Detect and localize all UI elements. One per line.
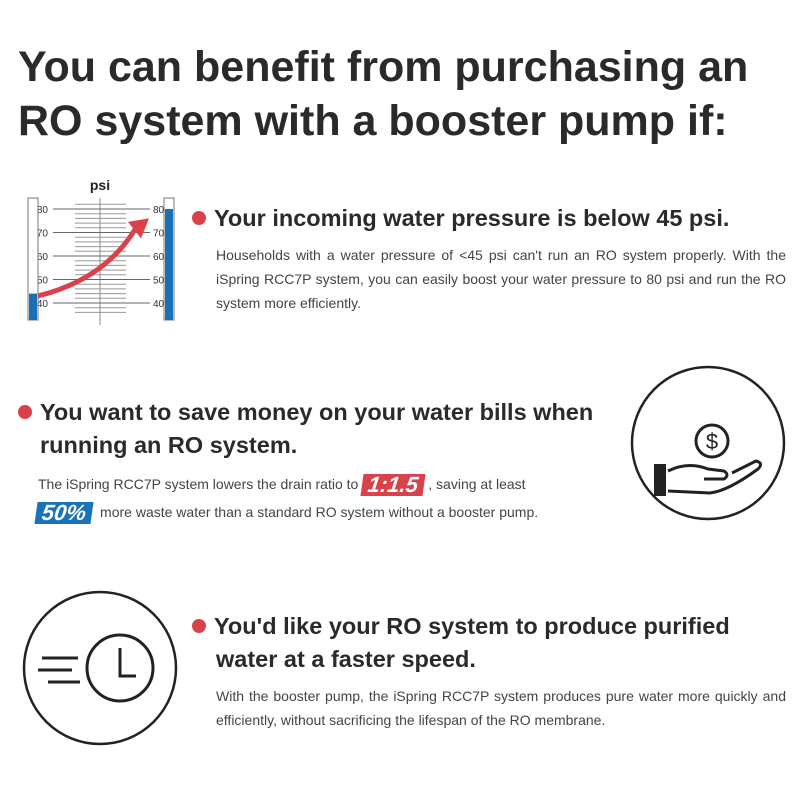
right-pressure-bar xyxy=(165,209,173,320)
tick-label: 70 xyxy=(153,229,165,240)
bullet-icon xyxy=(192,210,206,225)
section2-heading: You want to save money on your water bil… xyxy=(18,396,598,462)
fast-clock-icon xyxy=(22,590,178,746)
arrow-head-icon xyxy=(128,218,149,239)
tick-label: 70 xyxy=(37,229,49,240)
body-text: The iSpring RCC7P system lowers the drai… xyxy=(38,476,359,492)
section2-body: The iSpring RCC7P system lowers the drai… xyxy=(34,470,603,526)
section3-heading: You'd like your RO system to produce pur… xyxy=(192,610,792,676)
left-pressure-bar xyxy=(29,293,37,320)
section1-body: Households with a water pressure of <45 … xyxy=(216,247,786,311)
hand-dollar-icon: $ xyxy=(630,365,786,521)
unit-label: psi xyxy=(90,177,110,193)
tick-label: 80 xyxy=(153,205,165,216)
heading-text: You'd like your RO system to produce pur… xyxy=(214,613,730,672)
tick-label: 60 xyxy=(153,252,165,263)
body-text: more waste water than a standard RO syst… xyxy=(100,504,539,520)
pressure-gauge: psi 40 40 50 50 60 60 70 70 80 80 xyxy=(27,177,175,325)
section3-body: With the booster pump, the iSpring RCC7P… xyxy=(216,688,786,728)
rising-arrow xyxy=(37,226,139,299)
svg-text:$: $ xyxy=(706,429,718,454)
tick-label: 50 xyxy=(153,276,165,287)
page-title: You can benefit from purchasing an RO sy… xyxy=(18,43,749,145)
tick-label: 60 xyxy=(37,252,49,263)
percent-badge: 50% xyxy=(34,500,94,525)
tick-label: 80 xyxy=(37,205,49,216)
tick-label: 40 xyxy=(37,299,49,310)
ratio-badge: 1:1.5 xyxy=(360,472,426,497)
heading-text: You want to save money on your water bil… xyxy=(40,399,594,458)
tick-label: 50 xyxy=(37,276,49,287)
bullet-icon xyxy=(192,618,206,633)
section1-heading: Your incoming water pressure is below 45… xyxy=(192,202,792,235)
tick-label: 40 xyxy=(153,299,165,310)
bullet-icon xyxy=(18,404,32,419)
heading-text: Your incoming water pressure is below 45… xyxy=(214,205,730,231)
body-text: , saving at least xyxy=(428,476,526,492)
